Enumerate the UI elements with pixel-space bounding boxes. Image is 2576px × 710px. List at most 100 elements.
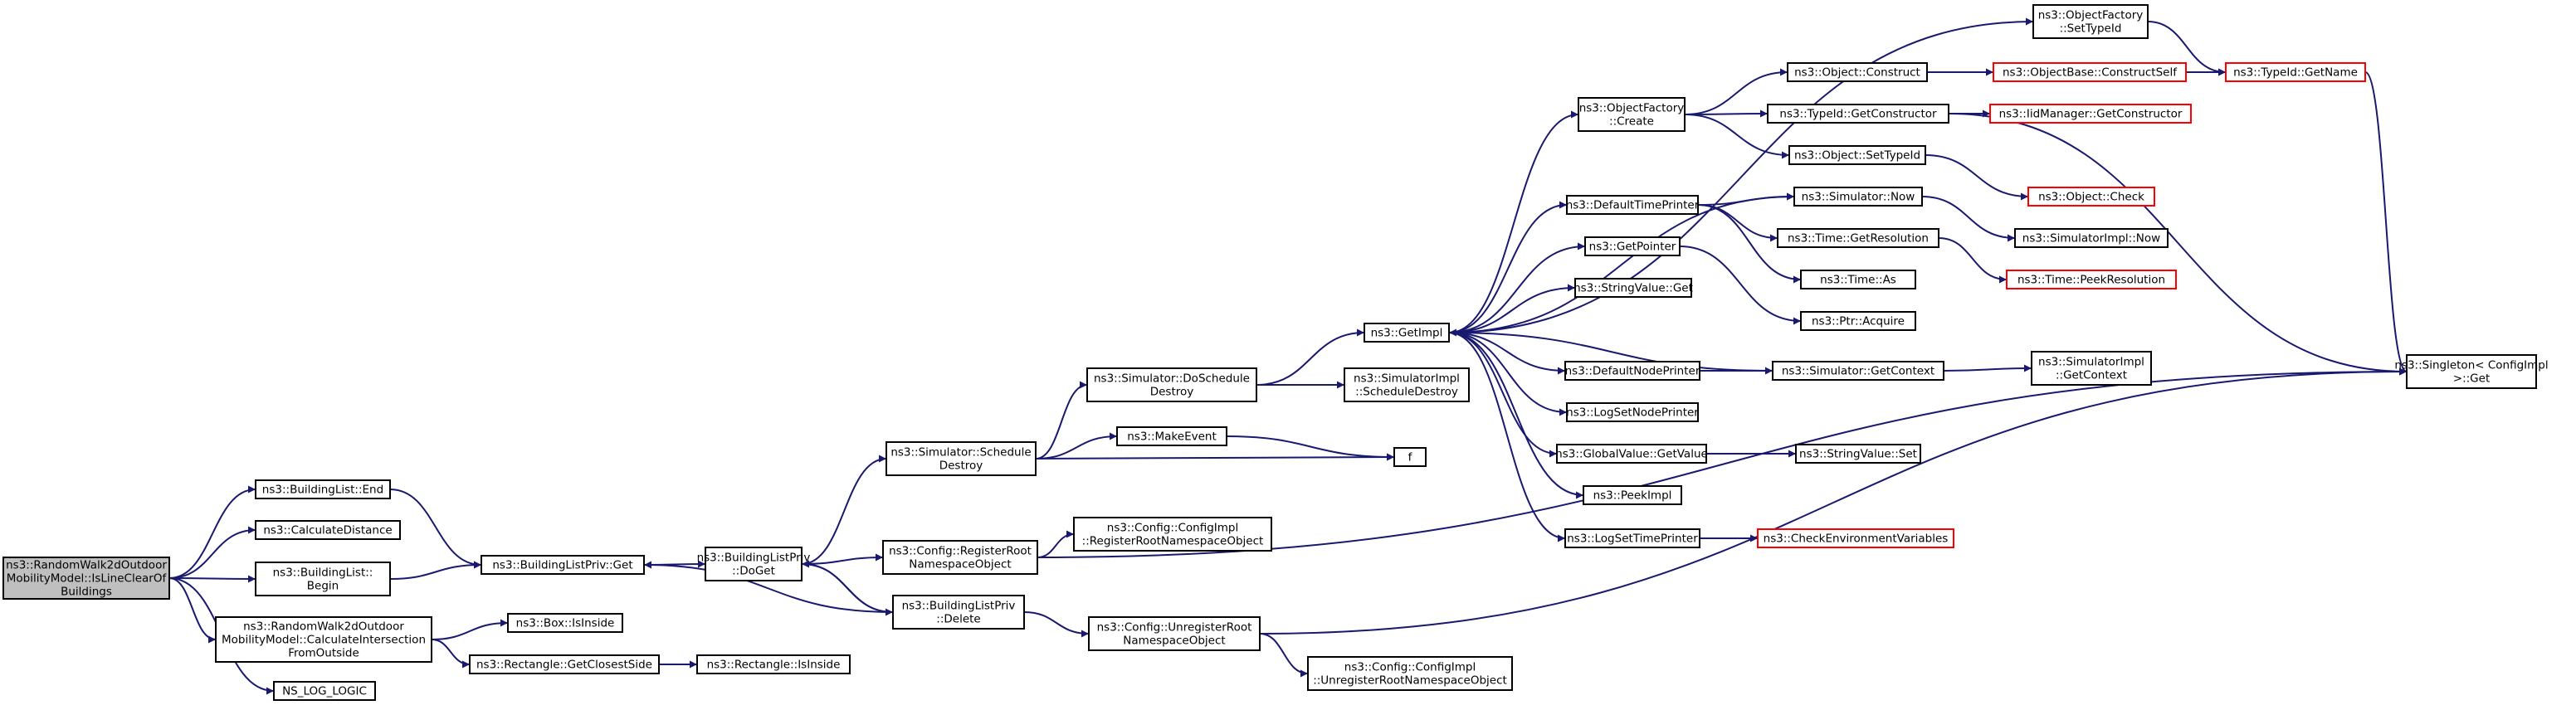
edge-simDoSched-to-getImpl: [1256, 328, 1365, 386]
node-blBegin[interactable]: ns3::BuildingList::Begin: [255, 562, 391, 596]
node-box: [2027, 187, 2155, 207]
node-box: [1564, 528, 1700, 548]
node-calcDist[interactable]: ns3::CalculateDistance: [255, 520, 401, 540]
node-blpGet[interactable]: ns3::BuildingListPriv::Get: [481, 555, 645, 575]
edge-getImpl-to-defTimePrinter: [1448, 201, 1568, 333]
node-defTimePrinter[interactable]: ns3::DefaultTimePrinter: [1566, 195, 1700, 215]
node-objFactCreate[interactable]: ns3::ObjectFactory::Create: [1578, 97, 1686, 132]
node-label: ns3::Simulator::GetContext: [1782, 365, 1934, 378]
edge-blpDoGet-to-cfgRegRoot: [801, 553, 884, 565]
node-checkEnv[interactable]: ns3::CheckEnvironmentVariables: [1757, 528, 1954, 548]
node-label: ns3::Simulator::Now: [1802, 191, 1915, 204]
node-calcInter[interactable]: ns3::RandomWalk2dOutdoorMobilityModel::C…: [215, 616, 432, 663]
node-box: [2006, 270, 2177, 289]
node-blpDelete[interactable]: ns3::BuildingListPriv::Delete: [892, 595, 1025, 630]
node-label: Buildings: [61, 586, 112, 599]
node-boxInside[interactable]: ns3::Box::IsInside: [507, 613, 623, 633]
node-label: ns3::ObjectFactory: [2038, 9, 2144, 22]
node-iidMgrGetCtor[interactable]: ns3::IidManager::GetConstructor: [1989, 104, 2192, 124]
node-label: Destroy: [939, 460, 983, 473]
node-box: [1772, 361, 1944, 381]
node-label: ns3::TypeId::GetName: [2233, 66, 2358, 80]
node-objFactSetTypeId[interactable]: ns3::ObjectFactory::SetTypeId: [2032, 4, 2149, 39]
edge-layer: [168, 17, 2408, 695]
edge-blEnd-to-blpGet: [389, 489, 482, 569]
node-label: ns3::Object::SetTypeId: [1794, 149, 1920, 163]
node-objBaseCtorSelf[interactable]: ns3::ObjectBase::ConstructSelf: [1993, 62, 2187, 82]
node-label: ns3::RandomWalk2dOutdoor: [6, 559, 167, 572]
node-cfgImplUnreg[interactable]: ns3::Config::ConfigImpl::UnregisterRootN…: [1307, 656, 1513, 691]
node-objConstruct[interactable]: ns3::Object::Construct: [1787, 62, 1928, 82]
node-simImplSchedDestroy[interactable]: ns3::SimulatorImpl::ScheduleDestroy: [1344, 367, 1470, 402]
node-timeAs[interactable]: ns3::Time::As: [1800, 270, 1916, 289]
node-objCheck[interactable]: ns3::Object::Check: [2027, 187, 2155, 207]
edge-objFactSetTypeId-to-typeIdGetName: [2147, 21, 2227, 76]
node-label: ns3::SimulatorImpl: [2038, 356, 2144, 369]
node-label: ns3::CheckEnvironmentVariables: [1764, 532, 1949, 546]
node-typeIdGetCtor[interactable]: ns3::TypeId::GetConstructor: [1767, 104, 1949, 124]
node-label: ns3::BuildingListPriv: [697, 552, 811, 565]
node-box: [1757, 528, 1954, 548]
node-label: ns3::Config::ConfigImpl: [1344, 661, 1476, 674]
node-logSetNodePrinter[interactable]: ns3::LogSetNodePrinter: [1566, 402, 1699, 422]
node-stringValueGet[interactable]: ns3::StringValue::Get: [1573, 278, 1693, 298]
node-blpDoGet[interactable]: ns3::BuildingListPriv::DoGet: [697, 547, 811, 581]
node-label: MobilityModel::IsLineClearOf: [7, 572, 168, 586]
node-label: ns3::Config::UnregisterRoot: [1097, 621, 1252, 635]
node-objSetTypeId[interactable]: ns3::Object::SetTypeId: [1788, 145, 1926, 165]
node-typeIdGetName[interactable]: ns3::TypeId::GetName: [2225, 62, 2366, 82]
node-box: [1566, 402, 1699, 422]
node-box: [1073, 517, 1272, 552]
edge-simGetContext-to-getImpl: [1448, 328, 1773, 372]
node-label: ns3::Object::Construct: [1794, 66, 1920, 80]
node-makeEvent[interactable]: ns3::MakeEvent: [1116, 426, 1227, 446]
node-simImplGetContext[interactable]: ns3::SimulatorImpl::GetContext: [2031, 351, 2152, 386]
edge-getImpl-to-stringValueGet: [1448, 284, 1576, 333]
node-ptrAcquire[interactable]: ns3::Ptr::Acquire: [1800, 311, 1916, 331]
node-label: ns3::IidManager::GetConstructor: [1999, 108, 2183, 121]
node-layer: ns3::RandomWalk2dOutdoorMobilityModel::I…: [2, 4, 2549, 701]
node-getPointer[interactable]: ns3::GetPointer: [1584, 236, 1681, 256]
node-nsLog[interactable]: NS_LOG_LOGIC: [273, 681, 376, 701]
node-cfgUnregRoot[interactable]: ns3::Config::UnregisterRootNamespaceObje…: [1088, 616, 1261, 651]
node-label: ns3::RandomWalk2dOutdoor: [243, 620, 404, 634]
node-box: [2032, 4, 2149, 39]
node-simImplNow[interactable]: ns3::SimulatorImpl::Now: [2014, 228, 2169, 248]
node-label: NamespaceObject: [909, 558, 1011, 571]
node-blEnd[interactable]: ns3::BuildingList::End: [255, 479, 391, 499]
node-box: [1088, 616, 1261, 651]
node-label: NS_LOG_LOGIC: [282, 685, 367, 698]
node-getImpl[interactable]: ns3::GetImpl: [1364, 323, 1450, 343]
node-f[interactable]: f: [1393, 447, 1427, 467]
node-label: f: [1408, 451, 1413, 464]
edge-cfgUnregRoot-to-singletonGet: [1259, 367, 2408, 635]
edge-simSchedDestroy-to-f: [1035, 453, 1395, 461]
edge-cfgUnregRoot-to-cfgImplUnreg: [1259, 633, 1309, 678]
node-cfgImplReg[interactable]: ns3::Config::ConfigImpl::RegisterRootNam…: [1073, 517, 1272, 552]
edge-typeIdGetName-to-singletonGet: [2364, 71, 2408, 376]
edge-root-to-blEnd: [168, 485, 256, 579]
node-label: ns3::PeekImpl: [1593, 489, 1672, 503]
node-cfgRegRoot[interactable]: ns3::Config::RegisterRootNamespaceObject: [882, 540, 1038, 575]
node-timePeekRes[interactable]: ns3::Time::PeekResolution: [2006, 270, 2177, 289]
node-label: ::SetTypeId: [2060, 22, 2122, 36]
node-rectClosest[interactable]: ns3::Rectangle::GetClosestSide: [469, 654, 660, 674]
node-globalValueGet[interactable]: ns3::GlobalValue::GetValue: [1555, 444, 1708, 464]
node-timeGetRes[interactable]: ns3::Time::GetResolution: [1777, 228, 1939, 248]
node-box: [892, 595, 1025, 630]
node-box: [1578, 97, 1686, 132]
node-singletonGet[interactable]: ns3::Singleton< ConfigImpl>::Get: [2394, 354, 2549, 389]
node-stringValueSet[interactable]: ns3::StringValue::Set: [1795, 444, 1921, 464]
node-simSchedDestroy[interactable]: ns3::Simulator::ScheduleDestroy: [886, 441, 1037, 476]
node-defNodePrinter[interactable]: ns3::DefaultNodePrinter: [1564, 361, 1700, 381]
node-simNow[interactable]: ns3::Simulator::Now: [1793, 187, 1923, 207]
node-box: [481, 555, 645, 575]
node-box: [1788, 145, 1926, 165]
node-box: [2031, 351, 2152, 386]
node-peekImpl[interactable]: ns3::PeekImpl: [1583, 485, 1682, 505]
node-logSetTimePrinter[interactable]: ns3::LogSetTimePrinter: [1564, 528, 1700, 548]
node-label: ns3::GlobalValue::GetValue: [1555, 448, 1708, 461]
node-simGetContext[interactable]: ns3::Simulator::GetContext: [1772, 361, 1944, 381]
node-rectInside[interactable]: ns3::Rectangle::IsInside: [696, 654, 851, 674]
